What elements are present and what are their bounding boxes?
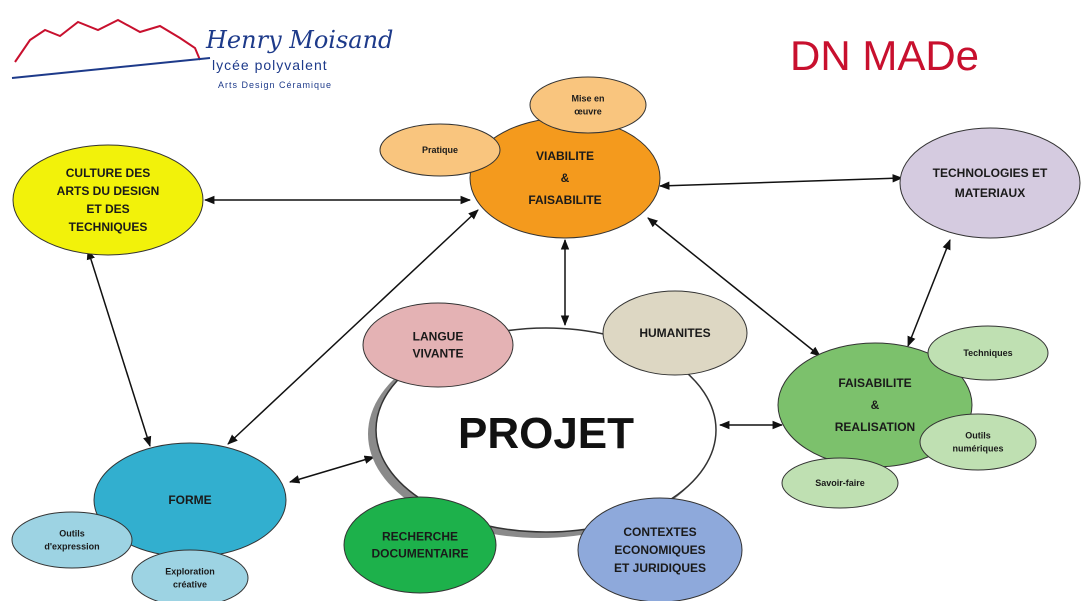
culture-label-line: TECHNIQUES	[69, 220, 148, 234]
nodes: CULTURE DES ARTS DU DESIGN ET DES TECHNIQUE…	[11, 76, 1081, 601]
node-pratique: Pratique	[379, 123, 501, 177]
node-viabilite: VIABILITE & FAISABILITE	[469, 117, 661, 239]
outils-exp-shape	[11, 511, 133, 569]
outils-exp-label-line: Outils	[59, 529, 85, 539]
culture-shape	[12, 144, 204, 256]
node-recherche: RECHERCHE DOCUMENTAIRE	[343, 496, 497, 594]
logo-mountain-line	[14, 18, 201, 63]
contextes-label-line: ET JURIDIQUES	[614, 561, 706, 575]
faisabilite-label-line: REALISATION	[835, 420, 915, 434]
logo-subtitle: lycée polyvalent	[212, 57, 328, 73]
node-exploration: Exploration créative	[131, 549, 249, 601]
culture-label-line: CULTURE DES	[66, 166, 150, 180]
viabilite-label-line: &	[561, 171, 570, 185]
arrow-technologies-faisabilite	[907, 239, 951, 347]
school-logo: Henry Moisand lycée polyvalent Arts Desi…	[11, 18, 393, 90]
recherche-label-line: RECHERCHE	[382, 530, 458, 544]
node-mise-en-oeuvre: Mise en œuvre	[529, 76, 647, 134]
mise-en-oeuvre-shape	[529, 76, 647, 134]
logo-name: Henry Moisand	[205, 26, 393, 54]
savoir-faire-label-line: Savoir-faire	[815, 478, 865, 488]
culture-label-line: ET DES	[86, 202, 129, 216]
node-techniques: Techniques	[927, 325, 1049, 381]
node-outils-exp: Outils d'expression	[11, 511, 133, 569]
node-savoir-faire: Savoir-faire	[781, 457, 899, 509]
humanites-shape	[602, 290, 748, 376]
outils-exp-label-line: d'expression	[44, 542, 99, 552]
faisabilite-label-line: FAISABILITE	[838, 376, 911, 390]
savoir-faire-shape	[781, 457, 899, 509]
outils-num-label-line: numériques	[952, 444, 1003, 454]
arrow-culture-forme	[86, 248, 152, 448]
exploration-shape	[131, 549, 249, 601]
technologies-label-line: MATERIAUX	[955, 186, 1025, 200]
faisabilite-label-line: &	[871, 398, 880, 412]
pratique-label-line: Pratique	[422, 145, 458, 155]
langue-shape	[362, 302, 514, 388]
langue-label-line: VIVANTE	[412, 347, 463, 361]
logo-tagline: Arts Design Céramique	[218, 80, 332, 90]
node-humanites: HUMANITES	[602, 290, 748, 376]
outils-num-shape	[919, 413, 1037, 471]
mise-en-oeuvre-label-line: Mise en	[571, 94, 604, 104]
arrow-viabilite-technologies	[658, 174, 904, 190]
contextes-shape	[577, 497, 743, 601]
contextes-label-line: ECONOMIQUES	[614, 543, 705, 557]
arrow-viabilite-forme	[227, 209, 479, 445]
technologies-shape	[899, 127, 1081, 239]
recherche-shape	[343, 496, 497, 594]
node-langue: LANGUE VIVANTE	[362, 302, 514, 388]
humanites-label-line: HUMANITES	[639, 326, 710, 340]
brand-title: DN MADe	[790, 32, 979, 79]
arrow-forme-projet	[288, 455, 376, 484]
logo-base-line	[11, 57, 211, 79]
outils-num-label-line: Outils	[965, 431, 991, 441]
node-contextes: CONTEXTES ECONOMIQUES ET JURIDIQUES	[577, 497, 743, 601]
viabilite-label-line: VIABILITE	[536, 149, 594, 163]
culture-label-line: ARTS DU DESIGN	[57, 184, 160, 198]
techniques-label-line: Techniques	[963, 348, 1012, 358]
viabilite-label-line: FAISABILITE	[528, 193, 601, 207]
node-technologies: TECHNOLOGIES ET MATERIAUX	[899, 127, 1081, 239]
contextes-label-line: CONTEXTES	[623, 525, 696, 539]
recherche-label-line: DOCUMENTAIRE	[371, 547, 468, 561]
exploration-label-line: Exploration	[165, 567, 215, 577]
arrow-viabilite-faisabilite	[647, 217, 821, 357]
exploration-label-line: créative	[173, 580, 207, 590]
techniques-shape	[927, 325, 1049, 381]
mise-en-oeuvre-label-line: œuvre	[574, 107, 602, 117]
forme-label-line: FORME	[168, 493, 211, 507]
technologies-label-line: TECHNOLOGIES ET	[933, 166, 1048, 180]
node-outils-num: Outils numériques	[919, 413, 1037, 471]
langue-label-line: LANGUE	[413, 330, 464, 344]
connectors	[86, 174, 951, 484]
pratique-shape	[379, 123, 501, 177]
node-culture: CULTURE DES ARTS DU DESIGN ET DES TECHNIQUE…	[12, 144, 204, 256]
projet-label: PROJET	[458, 409, 634, 458]
